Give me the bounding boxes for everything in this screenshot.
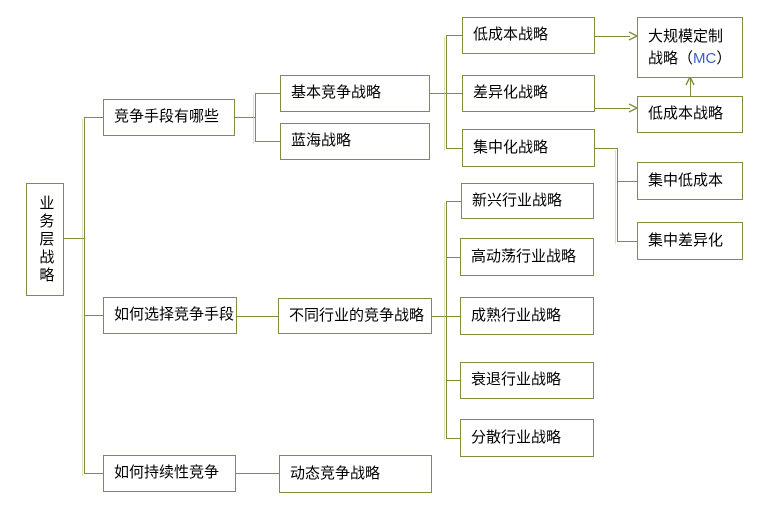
arrow-shaft xyxy=(595,36,630,37)
node-mature-industry-strategy: 成熟行业战略 xyxy=(460,297,594,335)
connector-line xyxy=(617,181,637,182)
connector-line xyxy=(84,117,103,118)
node-basic-competitive-strategy: 基本竞争战略 xyxy=(280,75,430,112)
node-high-turbulence-industry-strategy: 高动荡行业战略 xyxy=(460,238,594,276)
connector-line xyxy=(446,93,462,94)
connector-trunk-line xyxy=(84,117,85,474)
node-focus-strategy: 集中化战略 xyxy=(462,129,595,167)
connector-line xyxy=(84,315,103,316)
connector-trunk-line xyxy=(446,201,447,438)
mc-code: MC xyxy=(693,49,717,67)
node-fragmented-industry-strategy: 分散行业战略 xyxy=(460,419,594,457)
node-focused-low-cost: 集中低成本 xyxy=(637,162,743,200)
connector-line xyxy=(432,316,446,317)
connector-line xyxy=(255,93,280,94)
node-differentiation-strategy: 差异化战略 xyxy=(462,75,595,112)
node-different-industry-strategies: 不同行业的竞争战略 xyxy=(278,298,432,334)
connector-line xyxy=(446,316,460,317)
arrow-shaft xyxy=(690,79,691,96)
node-declining-industry-strategy: 衰退行业战略 xyxy=(460,362,594,399)
connector-line xyxy=(595,148,617,149)
node-mass-customization-strategy: 大规模定制 战略（MC） xyxy=(637,17,743,78)
node-how-sustain-competition: 如何持续性竞争 xyxy=(103,455,236,492)
node-focused-differentiation: 集中差异化 xyxy=(637,222,743,260)
connector-line xyxy=(235,117,255,118)
node-what-competitive-means: 竞争手段有哪些 xyxy=(103,99,235,136)
arrow-shaft xyxy=(595,108,630,109)
node-low-cost-strategy-secondary: 低成本战略 xyxy=(637,96,743,133)
connector-line xyxy=(446,257,460,258)
connector-line xyxy=(446,380,460,381)
connector-trunk-line xyxy=(446,35,447,149)
connector-line xyxy=(255,141,280,142)
connector-line xyxy=(84,473,103,474)
node-dynamic-competitive-strategy: 动态竞争战略 xyxy=(279,455,432,493)
connector-line xyxy=(64,238,84,239)
node-how-choose-competitive-means: 如何选择竞争手段 xyxy=(103,297,237,334)
connector-line xyxy=(430,93,446,94)
connector-line xyxy=(237,316,278,317)
connector-trunk-line xyxy=(617,148,618,242)
node-low-cost-strategy: 低成本战略 xyxy=(462,17,595,54)
connector-line xyxy=(446,148,462,149)
node-business-level-strategy: 业务层战略 xyxy=(26,183,64,296)
connector-line xyxy=(446,201,461,202)
connector-line xyxy=(617,241,637,242)
node-blue-ocean-strategy: 蓝海战略 xyxy=(280,123,430,160)
node-emerging-industry-strategy: 新兴行业战略 xyxy=(461,183,594,219)
mass-customization-label: 大规模定制 战略（MC） xyxy=(648,27,732,67)
connector-line xyxy=(236,473,279,474)
connector-line xyxy=(446,438,460,439)
connector-trunk-line xyxy=(255,93,256,142)
connector-line xyxy=(446,35,462,36)
